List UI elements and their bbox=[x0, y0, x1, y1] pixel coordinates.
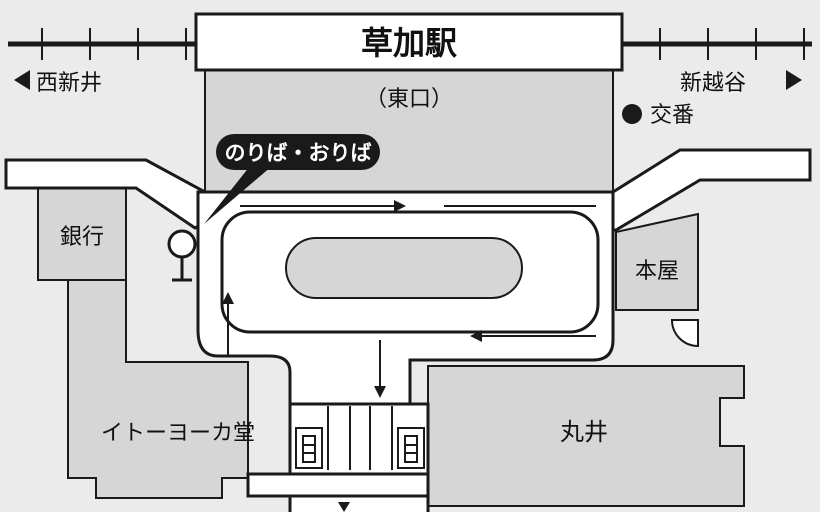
lane-lines bbox=[327, 406, 393, 470]
bus-stop-icon bbox=[167, 229, 197, 282]
station-name: 草加駅 bbox=[361, 24, 457, 62]
direction-east-label: 新越谷 bbox=[680, 71, 746, 96]
crosswalk-icon bbox=[397, 427, 425, 469]
marui-label: 丸井 bbox=[560, 418, 608, 446]
ito-yokado-label: イトーヨーカ堂 bbox=[101, 421, 255, 446]
bank-label: 銀行 bbox=[60, 225, 104, 250]
arrow-icon bbox=[394, 200, 406, 212]
arrow-icon bbox=[470, 330, 482, 342]
bookstore-label: 本屋 bbox=[635, 259, 679, 284]
corner-mark bbox=[670, 319, 699, 348]
police-dot-icon bbox=[622, 104, 642, 124]
traffic-arrows bbox=[227, 205, 596, 390]
triangle-right-icon bbox=[786, 70, 802, 90]
boarding-callout-label: のりば・おりば bbox=[225, 141, 372, 165]
crosswalk-icon bbox=[295, 427, 323, 469]
boarding-callout bbox=[204, 134, 380, 224]
arrow-icon bbox=[338, 502, 350, 512]
station-building bbox=[204, 69, 614, 193]
station-name-board bbox=[194, 12, 624, 72]
arrow-icon bbox=[374, 386, 386, 398]
triangle-left-icon bbox=[14, 70, 30, 90]
arrow-icon bbox=[222, 292, 234, 304]
direction-west-label: 西新井 bbox=[36, 71, 102, 96]
center-island bbox=[285, 237, 523, 299]
station-exit-label: （東口） bbox=[365, 87, 453, 112]
building-marui bbox=[427, 365, 745, 507]
police-box-label: 交番 bbox=[650, 103, 694, 128]
building-bookstore bbox=[615, 212, 699, 311]
